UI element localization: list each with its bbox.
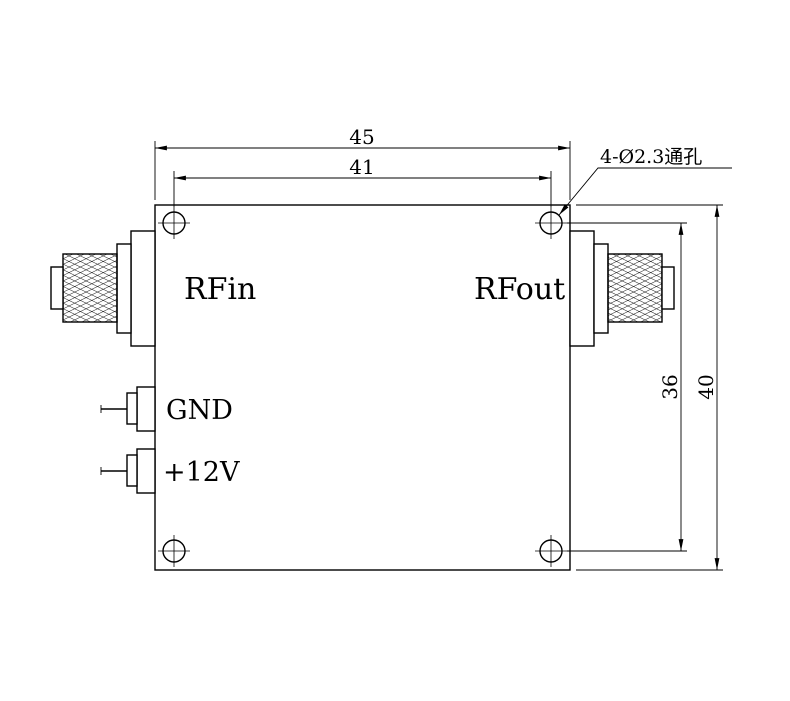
gnd-label: GND: [166, 395, 233, 426]
module-body-outline: [154, 204, 571, 571]
terminal-body: [136, 386, 156, 432]
connector-end-cap: [50, 266, 64, 310]
connector-end-cap: [661, 266, 675, 310]
rf-out-label: RFout: [474, 272, 565, 307]
sma-connector-left: [50, 230, 156, 347]
mounting-hole-top-right: [535, 207, 567, 239]
connector-flange: [130, 230, 156, 347]
power-terminal: [100, 448, 156, 494]
dimension-width-hole-spacing: 41: [173, 155, 552, 207]
hole-callout: 4-Ø2.3通孔: [558, 146, 732, 216]
mounting-hole-top-left: [158, 207, 190, 239]
mounting-hole-bottom-left: [158, 535, 190, 567]
gnd-terminal: [100, 386, 156, 432]
terminal-body: [136, 448, 156, 494]
connector-flange: [569, 230, 595, 347]
power-label: +12V: [163, 457, 240, 488]
connector-threaded-barrel: [62, 253, 118, 323]
dimension-value: 40: [694, 374, 718, 399]
mounting-hole-bottom-right: [535, 535, 567, 567]
dimension-value: 41: [349, 155, 374, 179]
dimension-height-outer: 40: [576, 204, 723, 571]
dimension-value: 45: [349, 125, 374, 149]
dimension-height-hole-spacing: 36: [567, 222, 687, 552]
leader-line: [558, 167, 732, 216]
connector-spacer: [593, 243, 609, 334]
hole-callout-text: 4-Ø2.3通孔: [600, 146, 702, 168]
connector-spacer: [116, 243, 132, 334]
dimension-value: 36: [658, 374, 682, 399]
terminal-insulator: [126, 392, 138, 425]
dimension-width-outer: 45: [154, 125, 571, 200]
rf-in-label: RFin: [184, 272, 256, 307]
terminal-insulator: [126, 454, 138, 487]
sma-connector-right: [569, 230, 675, 347]
connector-threaded-barrel: [607, 253, 663, 323]
